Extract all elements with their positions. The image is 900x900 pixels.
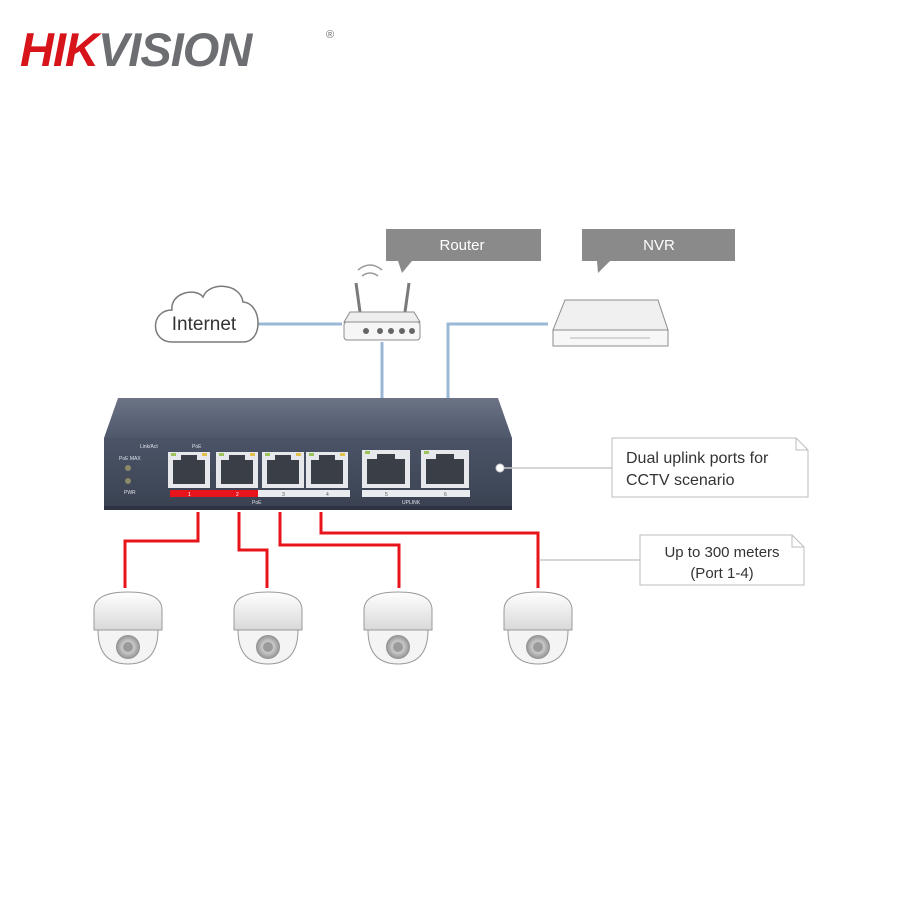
port-number-6: 6 [444,492,447,498]
poe-switch: Link/Act PoE PoE MAX PWR [104,398,512,510]
internet-label: Internet [172,314,237,335]
camera-2 [233,591,303,665]
poe-strip-red [170,490,258,497]
led-label-poe-max: PoE MAX [119,456,141,462]
cable-port-3 [278,512,401,588]
poe-max-led [125,465,131,471]
router-callout: Router [386,229,541,273]
poe-ports [168,452,348,488]
poe-strip-white [258,490,350,497]
port-number-1: 1 [188,492,191,498]
cable-port-4 [319,512,540,588]
nvr-switch-link [446,322,548,402]
port-number-4: 4 [326,492,329,498]
port-1 [168,452,210,488]
uplink-strip [362,490,470,497]
uplink-pointer-dot [495,463,505,473]
cable-port-2 [237,512,269,588]
uplink-ports [362,450,469,488]
uplink-group-label: UPLINK [402,500,421,506]
port-4 [306,452,348,488]
poe-group-label: PoE [252,500,262,506]
camera-4 [503,591,573,665]
nvr-label: NVR [643,237,675,254]
nvr-device [552,299,669,347]
network-links [258,322,548,402]
uplink-note: Dual uplink ports for CCTV scenario [611,437,809,498]
distance-note-line1: Up to 300 meters [664,544,779,561]
uplink-note-line2: CCTV scenario [626,472,735,489]
uplink-note-line1: Dual uplink ports for [626,450,769,467]
hikvision-logo: HIKVISION ® [20,23,334,76]
port-6 [421,450,469,488]
router-device [343,264,421,341]
port-number-2: 2 [236,492,239,498]
nvr-callout: NVR [582,229,735,273]
switch-top [104,398,512,438]
camera-1 [93,591,163,665]
registered-mark: ® [326,29,334,41]
port-5 [362,450,410,488]
port-3 [262,452,304,488]
router-label: Router [439,237,484,254]
pwr-led [125,478,131,484]
led-label-poe: PoE [192,444,202,450]
logo-text: HIKVISION [20,23,253,76]
port-2 [216,452,258,488]
distance-note-line2: (Port 1-4) [690,565,753,582]
poe-cables [123,512,540,588]
cable-port-1 [123,512,200,588]
led-label-link-act: Link/Act [140,444,158,450]
camera-3 [363,591,433,665]
port-number-5: 5 [385,492,388,498]
led-label-pwr: PWR [124,490,136,496]
wifi-icon [357,264,383,277]
port-number-3: 3 [282,492,285,498]
distance-note: Up to 300 meters (Port 1-4) [639,534,805,586]
internet-cloud: Internet [154,285,259,343]
